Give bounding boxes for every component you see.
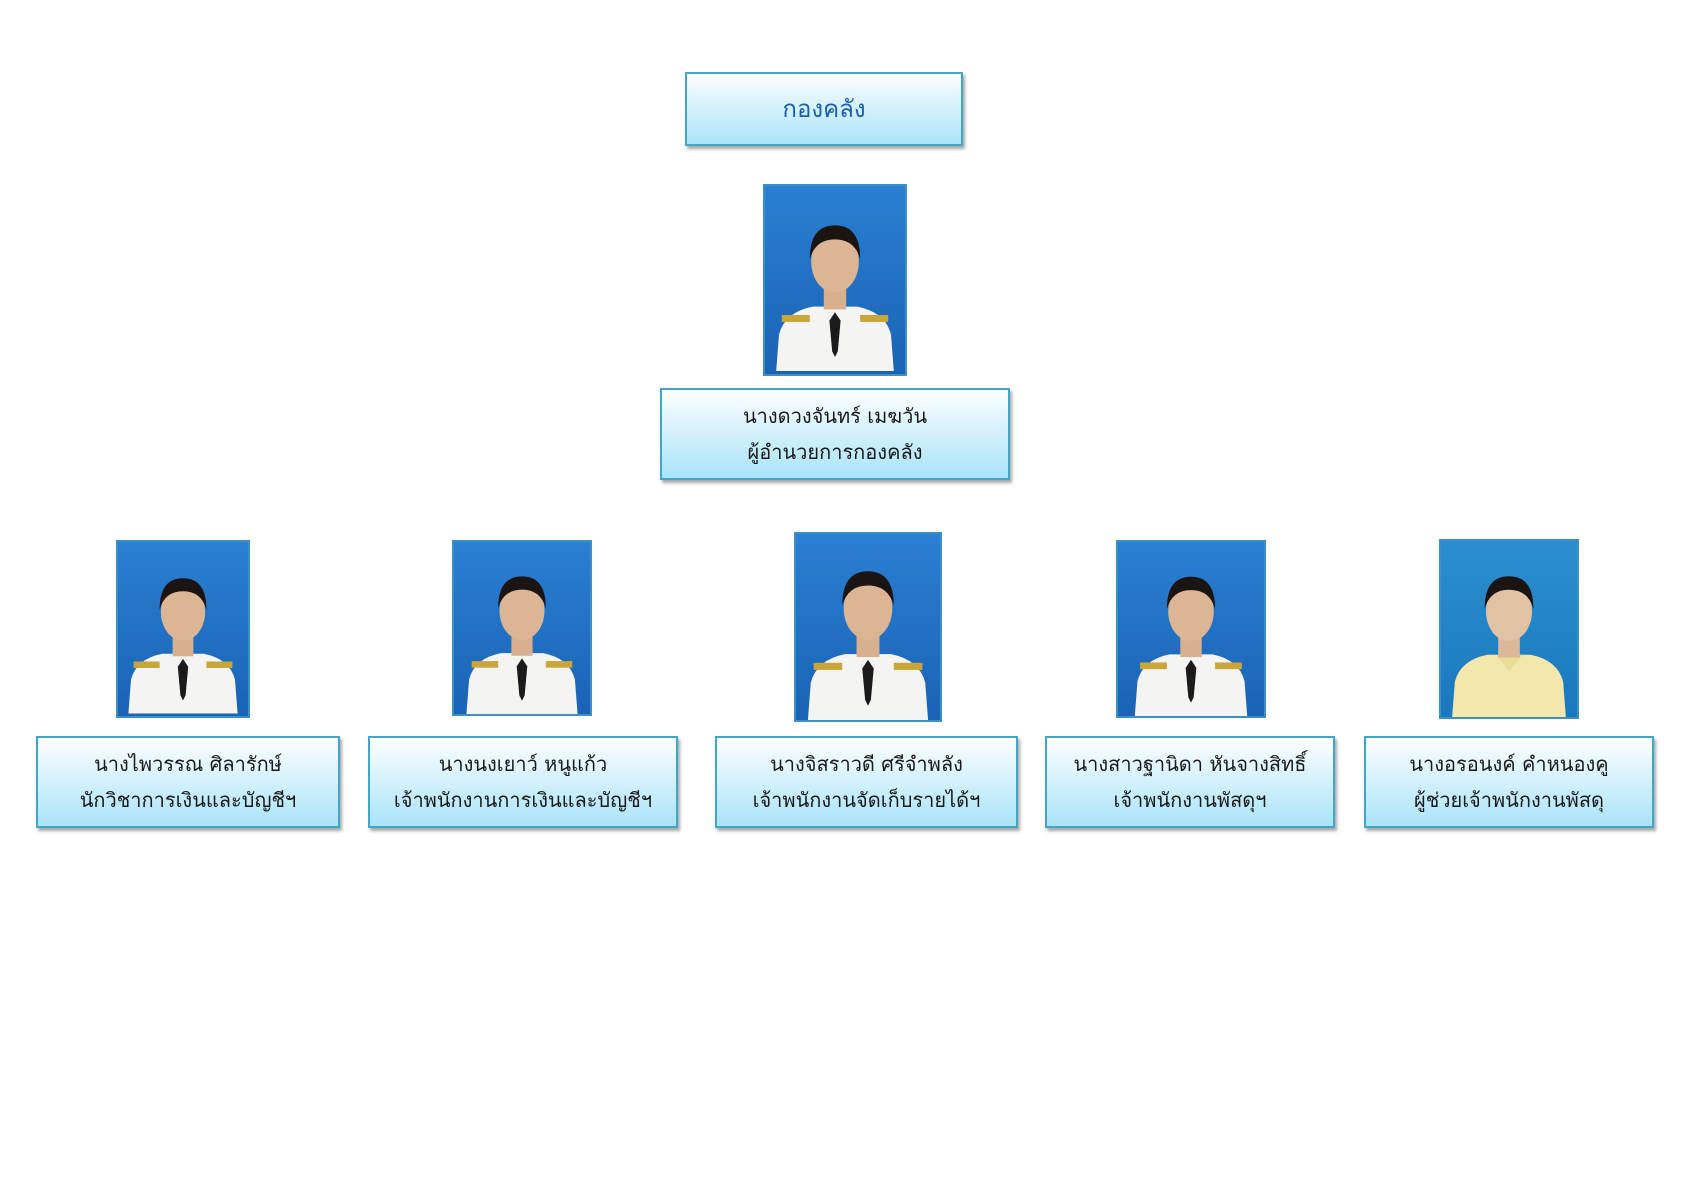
department-title-box: กองคลัง: [685, 72, 963, 146]
staff-name-1: นางไพวรรณ ศิลารักษ์: [94, 752, 282, 776]
staff-photo-1: [116, 540, 250, 718]
staff-name-5: นางอรอนงค์ คำหนองคู: [1409, 752, 1609, 776]
staff-box-3: นางจิสราวดี ศรีจำพลัง เจ้าพนักงานจัดเก็บ…: [715, 736, 1018, 828]
staff-position-1: นักวิชาการเงินและบัญชีฯ: [79, 788, 297, 812]
staff-photo-3: [794, 532, 942, 722]
person-portrait-icon: [128, 578, 238, 714]
person-portrait-icon: [807, 571, 929, 720]
staff-photo-2: [452, 540, 592, 716]
director-position: ผู้อำนวยการกองคลัง: [747, 440, 923, 464]
staff-box-5: นางอรอนงค์ คำหนองคู ผู้ช่วยเจ้าพนักงานพั…: [1364, 736, 1654, 828]
person-portrait-icon: [776, 225, 894, 371]
director-name: นางดวงจันทร์ เมฆวัน: [742, 404, 928, 428]
person-portrait-icon: [1134, 576, 1248, 716]
person-portrait-icon: [1452, 576, 1566, 717]
director-photo: [763, 184, 907, 376]
staff-name-2: นางนงเยาว์ หนูแก้ว: [438, 752, 608, 776]
person-portrait-icon: [466, 576, 578, 714]
staff-photo-5: [1439, 539, 1579, 719]
staff-position-3: เจ้าพนักงานจัดเก็บรายได้ฯ: [752, 788, 981, 812]
staff-box-1: นางไพวรรณ ศิลารักษ์ นักวิชาการเงินและบัญ…: [36, 736, 340, 828]
staff-position-5: ผู้ช่วยเจ้าพนักงานพัสดุ: [1413, 788, 1605, 812]
staff-photo-4: [1116, 540, 1266, 718]
staff-box-2: นางนงเยาว์ หนูแก้ว เจ้าพนักงานการเงินและ…: [368, 736, 678, 828]
staff-name-3: นางจิสราวดี ศรีจำพลัง: [770, 752, 963, 776]
director-box: นางดวงจันทร์ เมฆวัน ผู้อำนวยการกองคลัง: [660, 388, 1010, 480]
staff-name-4: นางสาวฐานิดา หันจางสิทธิ์: [1073, 752, 1307, 776]
department-title: กองคลัง: [782, 95, 866, 123]
staff-box-4: นางสาวฐานิดา หันจางสิทธิ์ เจ้าพนักงานพัส…: [1045, 736, 1335, 828]
staff-position-2: เจ้าพนักงานการเงินและบัญชีฯ: [393, 788, 653, 812]
staff-position-4: เจ้าพนักงานพัสดุฯ: [1113, 788, 1267, 812]
